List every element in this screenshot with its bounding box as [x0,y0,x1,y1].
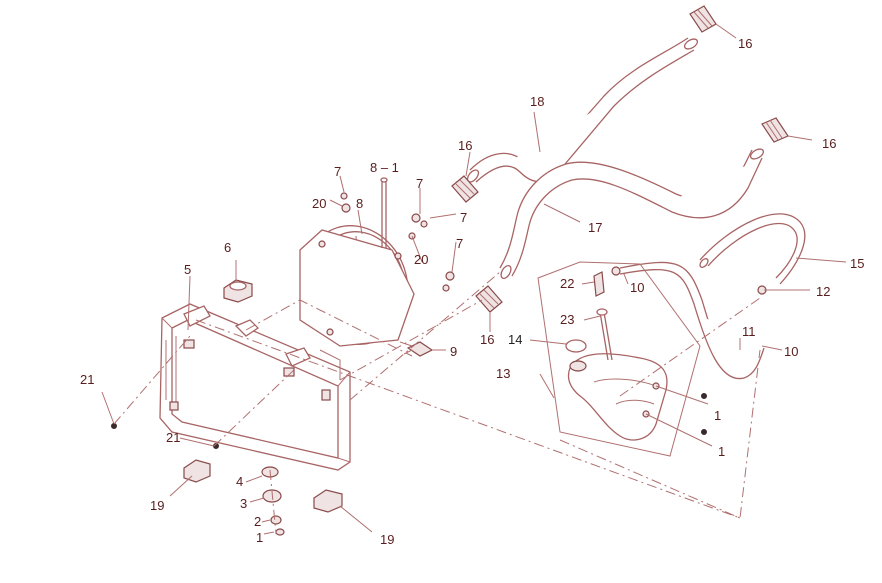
label-7-mid-right: 7 [460,210,467,225]
label-9: 9 [450,344,457,359]
coolant-reservoir [565,271,668,441]
breather-hose [611,261,765,380]
fan-wire [380,177,388,248]
label-20-left: 20 [312,196,326,211]
label-22: 22 [560,276,574,291]
label-8: 8 [356,196,363,211]
label-12: 12 [816,284,830,299]
label-5: 5 [184,262,191,277]
leader-lines [169,23,847,535]
label-18: 18 [530,94,544,109]
label-19-left: 19 [150,498,164,513]
label-15: 15 [850,256,864,271]
label-13: 13 [496,366,510,381]
label-2: 2 [254,514,261,529]
overflow-hose [699,213,806,285]
label-11: 11 [742,324,756,339]
label-1-bottom: 1 [256,530,263,545]
label-7-top-left: 7 [334,164,341,179]
label-16-top: 16 [738,36,752,51]
label-6: 6 [224,240,231,255]
label-8-1: 8 – 1 [370,160,399,175]
label-16-right: 16 [822,136,836,151]
part-labels: 16 16 16 16 18 17 15 12 10 10 11 22 23 1… [80,36,864,547]
label-17: 17 [588,220,602,235]
label-19-right: 19 [380,532,394,547]
label-16-lower-clamp: 16 [480,332,494,347]
lower-mounts [183,459,343,536]
label-20-right: 20 [414,252,428,267]
label-1-reservoir-lower: 1 [718,444,725,459]
lower-hose [499,148,765,280]
label-21-left: 21 [80,372,94,387]
label-7-lower-right: 7 [456,236,463,251]
label-7-top-right: 7 [416,176,423,191]
label-14: 14 [508,332,522,347]
label-16-upper-clamp: 16 [458,138,472,153]
radiator [159,303,351,471]
hose-clamps [451,5,789,313]
label-21-center: 21 [166,430,180,445]
label-23: 23 [560,312,574,327]
label-4: 4 [236,474,243,489]
label-10-upper: 10 [630,280,644,295]
label-1-reservoir-upper: 1 [714,408,721,423]
cooling-fan [299,225,415,347]
radiator-cap [223,279,260,337]
label-3: 3 [240,496,247,511]
fasteners [340,192,455,292]
label-10-lower: 10 [784,344,798,359]
assembly-centerlines [113,271,761,535]
reservoir-group-frame [537,261,701,457]
